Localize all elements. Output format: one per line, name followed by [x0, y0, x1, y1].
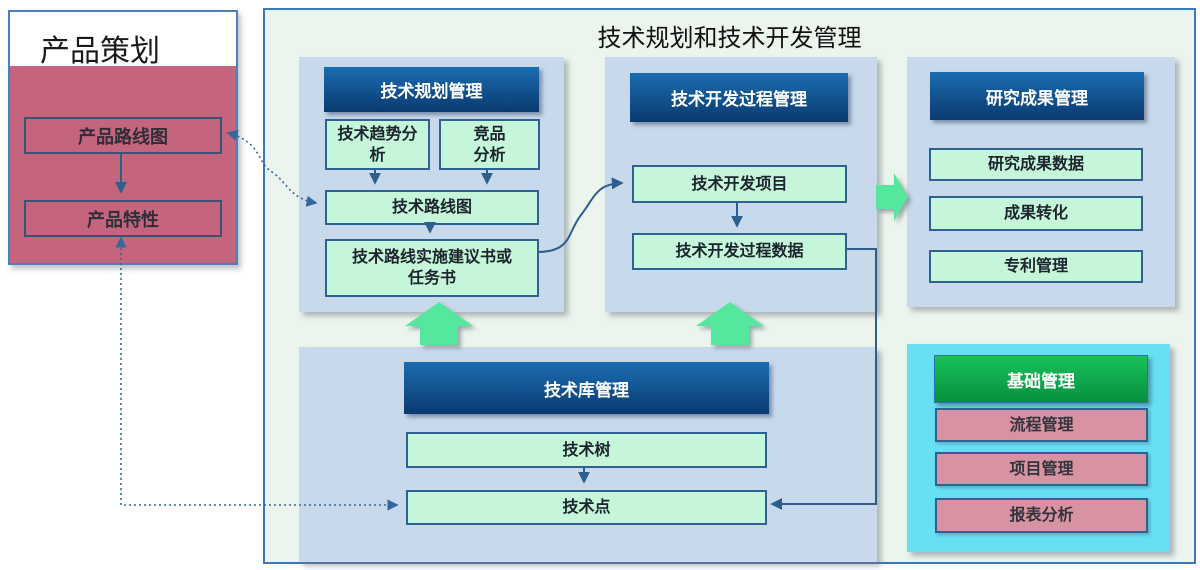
dev-process-section: 技术开发过程管理 技术开发项目 技术开发过程数据 [605, 57, 877, 312]
tech-point-node: 技术点 [406, 490, 767, 525]
planning-section: 技术规划管理 技术趋势分 析 竞品 分析 技术路线图 技术路线实施建议书或 任务… [299, 57, 564, 312]
product-planning-panel: 产品策划 产品路线图 产品特性 [8, 10, 238, 265]
research-section: 研究成果管理 研究成果数据 成果转化 专利管理 [907, 57, 1175, 307]
trend-analysis-node: 技术趋势分 析 [325, 119, 430, 170]
research-header: 研究成果管理 [930, 72, 1144, 120]
dev-process-data-node: 技术开发过程数据 [632, 233, 847, 270]
process-management-node: 流程管理 [935, 408, 1148, 442]
patent-management-node: 专利管理 [929, 250, 1143, 283]
product-feature-node: 产品特性 [24, 200, 222, 237]
project-management-node: 项目管理 [935, 452, 1148, 486]
product-roadmap-node: 产品路线图 [24, 117, 222, 154]
proposal-node: 技术路线实施建议书或 任务书 [325, 239, 539, 297]
product-planning-body [10, 66, 236, 263]
planning-header: 技术规划管理 [324, 67, 539, 112]
tech-library-header: 技术库管理 [404, 362, 769, 414]
result-transform-node: 成果转化 [929, 196, 1143, 231]
tech-library-section: 技术库管理 技术树 技术点 [299, 347, 877, 562]
product-planning-title: 产品策划 [40, 34, 160, 69]
competitor-analysis-node: 竞品 分析 [439, 119, 540, 170]
research-data-node: 研究成果数据 [929, 148, 1143, 181]
dev-process-header: 技术开发过程管理 [630, 73, 848, 122]
basic-management-section: 基础管理 流程管理 项目管理 报表分析 [907, 344, 1170, 552]
basic-management-header: 基础管理 [934, 355, 1148, 403]
main-title: 技术规划和技术开发管理 [597, 24, 862, 52]
tech-roadmap-node: 技术路线图 [325, 190, 539, 225]
tech-management-container: 技术规划和技术开发管理 技术规划管理 技术趋势分 析 竞品 分析 技术路线图 技… [263, 8, 1196, 564]
dev-project-node: 技术开发项目 [632, 165, 847, 203]
report-analysis-node: 报表分析 [935, 498, 1148, 533]
tech-tree-node: 技术树 [406, 432, 767, 468]
